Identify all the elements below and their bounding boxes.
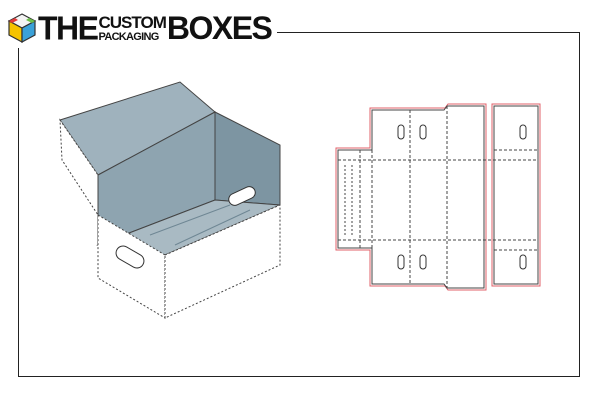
dieline-template	[335, 103, 541, 291]
colored-box-icon	[7, 13, 37, 44]
slot-6	[519, 254, 527, 270]
logo-word-custom: CUSTOM	[98, 12, 167, 32]
logo-word-packaging: PACKAGING	[98, 30, 160, 43]
handle-hole-front	[115, 245, 145, 269]
logo-middle-words: CUSTOM PACKAGING	[98, 12, 167, 43]
slot-2	[419, 124, 427, 140]
logo-word-the: THE	[38, 9, 99, 47]
box-side-wall	[164, 204, 281, 319]
slot-3	[519, 124, 527, 140]
content-frame	[18, 32, 580, 377]
open-box-3d	[59, 81, 281, 319]
logo-word-boxes: BOXES	[166, 10, 273, 46]
slot-4	[397, 254, 405, 270]
brand-logo[interactable]: THE CUSTOM PACKAGING BOXES	[6, 8, 278, 48]
slot-1	[397, 124, 405, 140]
handle-hole-side	[228, 186, 256, 206]
slot-5	[419, 254, 427, 270]
